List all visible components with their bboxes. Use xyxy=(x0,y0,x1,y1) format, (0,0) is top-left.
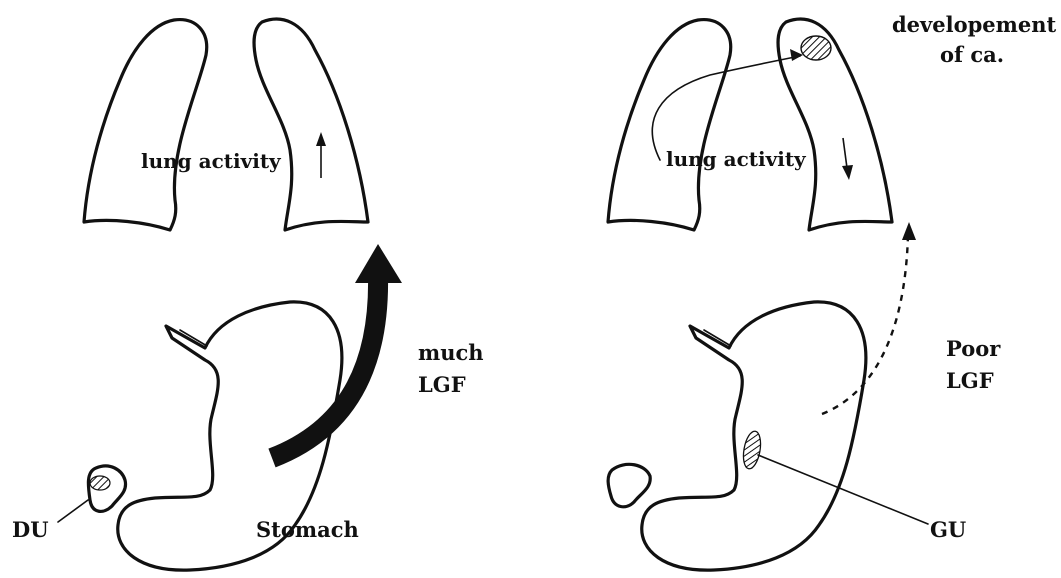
left-lung-right-lobe xyxy=(254,19,368,230)
stomach-label: Stomach xyxy=(256,517,359,542)
right-lung-right-lobe xyxy=(778,19,892,230)
lung-activity-label-right: lung activity xyxy=(666,147,807,171)
gu-label: GU xyxy=(930,517,966,542)
lgf-label-left: LGF xyxy=(418,372,466,397)
left-panel: lung activity DU Stomach much LGF xyxy=(12,19,484,570)
poor-lgf-arrow xyxy=(822,235,908,414)
poor-label: Poor xyxy=(946,336,1001,361)
development-label: developement xyxy=(892,12,1056,37)
up-arrow-icon xyxy=(316,132,326,178)
down-arrow-icon xyxy=(842,138,853,180)
right-panel: lung activity developement of ca. GU Poo… xyxy=(608,12,1056,570)
poor-lgf-arrowhead xyxy=(902,222,916,240)
du-pointer-line xyxy=(58,500,88,522)
gu-pointer-line xyxy=(758,455,928,524)
much-lgf-arrowhead xyxy=(355,244,402,283)
right-lung-left-lobe xyxy=(608,20,731,230)
gu-lesion-icon xyxy=(741,430,763,470)
metastasis-arrow xyxy=(652,56,800,160)
hatched-lesion-icon xyxy=(90,476,110,490)
lgf-label-right: LGF xyxy=(946,368,994,393)
left-lung-left-lobe xyxy=(84,20,207,230)
lung-activity-label: lung activity xyxy=(141,149,282,173)
right-duodenum xyxy=(608,464,650,506)
du-label: DU xyxy=(12,517,49,542)
of-ca-label: of ca. xyxy=(940,42,1004,67)
cancer-lesion-icon xyxy=(801,36,831,60)
much-label: much xyxy=(418,340,484,365)
